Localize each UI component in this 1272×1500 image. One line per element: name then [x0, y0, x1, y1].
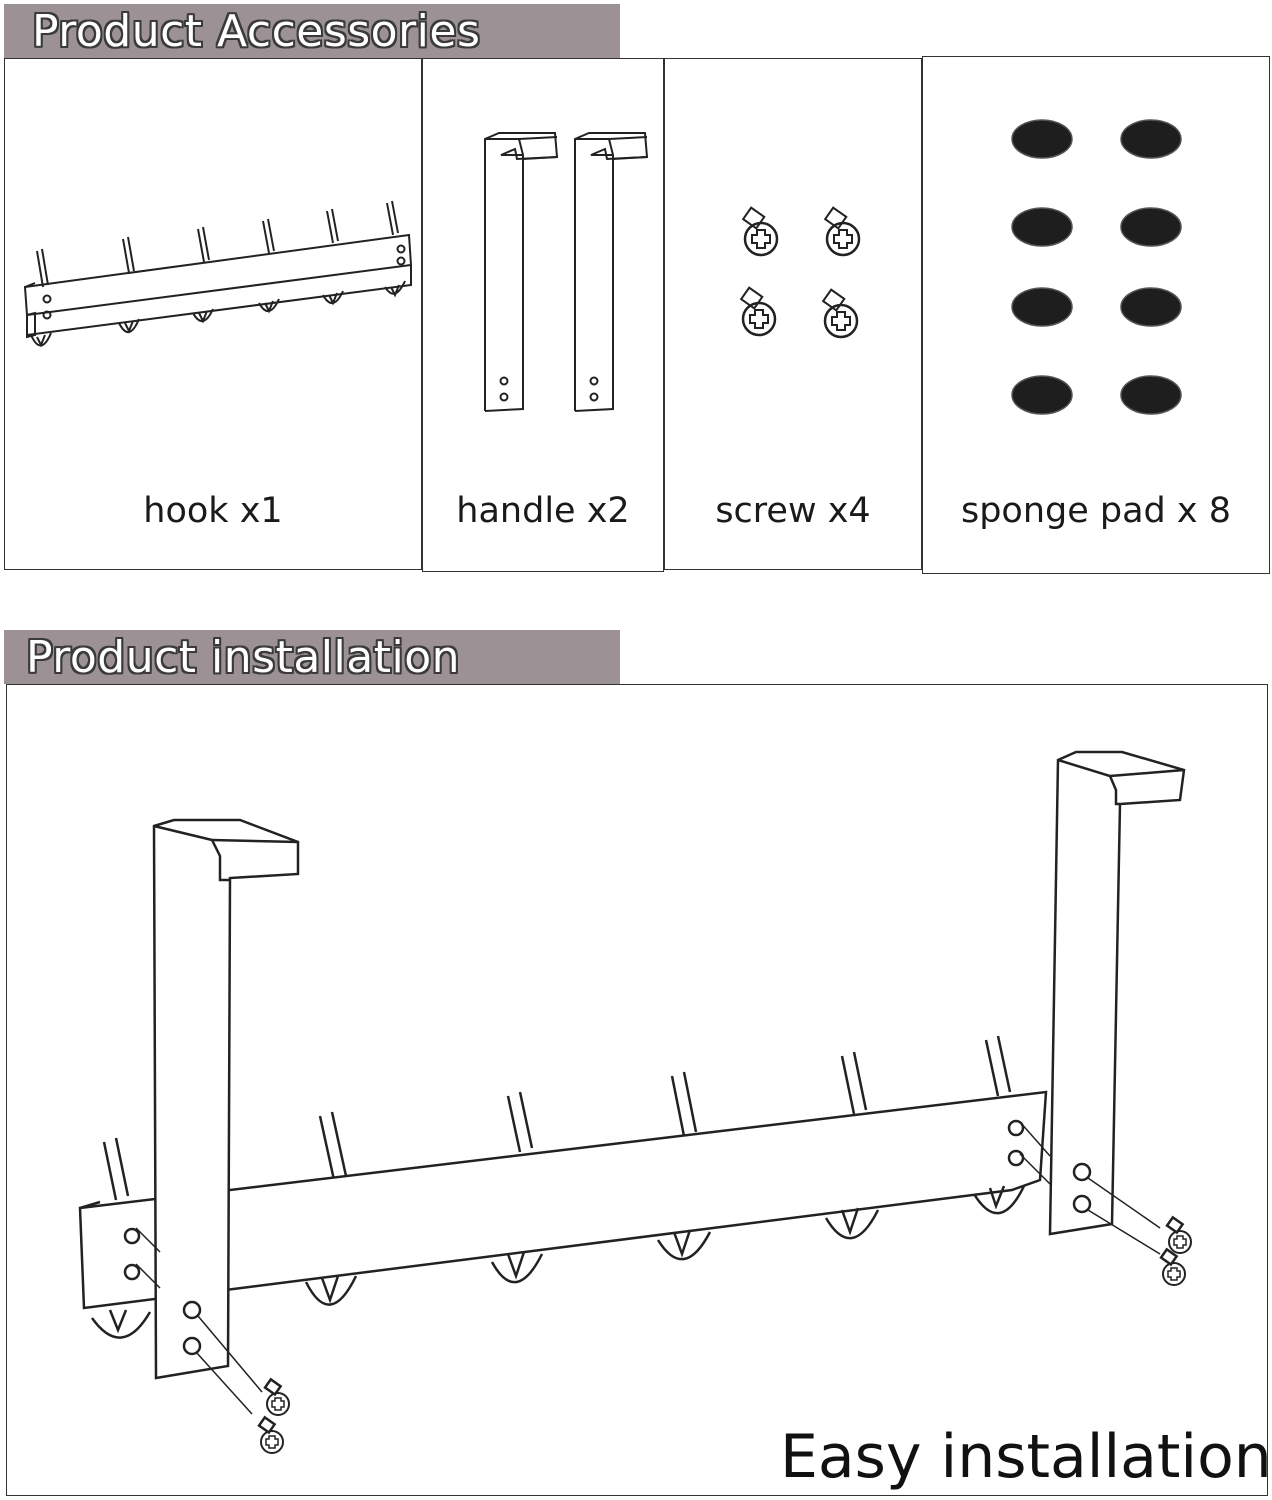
accessory-card-sponge-pad: sponge pad x 8: [922, 56, 1270, 574]
accessory-label: sponge pad x 8: [960, 491, 1232, 531]
accessories-title: Product Accessories: [32, 6, 481, 57]
installation-banner: Product installation: [4, 630, 620, 684]
accessories-banner: Product Accessories: [4, 4, 620, 58]
sponge-pad-icon: [1011, 119, 1182, 415]
accessory-card-screw: screw x4: [664, 58, 922, 570]
accessory-label: hook x1: [143, 491, 283, 531]
installation-caption: Easy installation: [780, 1422, 1272, 1492]
installation-title: Product installation: [26, 632, 460, 683]
accessory-label: screw x4: [715, 491, 871, 531]
accessory-label: handle x2: [456, 491, 630, 531]
door-handle-icon: [484, 132, 649, 412]
hook-rail-icon: [23, 200, 413, 348]
installation-panel: [6, 684, 1268, 1496]
accessory-card-handle: handle x2: [422, 58, 664, 572]
accessory-card-hook: hook x1: [4, 58, 422, 570]
